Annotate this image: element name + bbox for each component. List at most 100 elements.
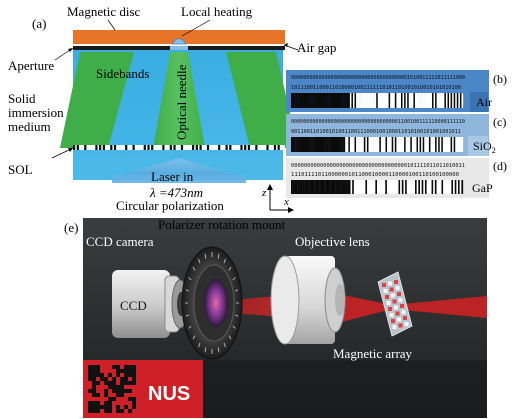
qr-module: [116, 409, 120, 413]
magnetic-bit: [385, 295, 389, 299]
barcode-stripe: [380, 93, 383, 108]
qr-module: [116, 385, 120, 389]
barcode-stripe: [432, 137, 434, 152]
barcode-stripe: [350, 180, 353, 194]
sol-layer: [73, 145, 285, 150]
barcode-stripe: [309, 180, 311, 194]
barcode-stripe: [359, 137, 361, 152]
qr-code: [87, 364, 136, 414]
barcode-stripe: [456, 93, 459, 108]
barcode-stripe: [321, 93, 324, 108]
axis-label-x: x: [283, 196, 289, 208]
mount-tick: [223, 342, 226, 348]
barcode-stripe: [433, 180, 436, 194]
sol-bit: [247, 145, 251, 150]
qr-module: [112, 389, 116, 393]
barcode-stripe: [297, 137, 299, 152]
barcode-stripe: [428, 137, 431, 152]
barcode-stripe: [381, 180, 384, 194]
mount-tick: [185, 289, 189, 292]
barcode-stripe: [400, 180, 402, 194]
barcode-stripe: [388, 137, 391, 152]
barcode-stripe: [436, 180, 439, 194]
barcode-stripe: [297, 93, 299, 108]
barcode-stripe: [421, 180, 424, 194]
barcode-stripe: [295, 180, 298, 194]
barcode-stripe: [448, 180, 450, 194]
barcode-stripe: [459, 180, 462, 194]
panel-label-a: (a): [32, 16, 46, 31]
sol-bit: [240, 145, 243, 150]
label-air-gap: Air gap: [297, 40, 336, 55]
barcode-stripe: [406, 180, 409, 194]
barcode-stripe: [329, 93, 332, 108]
barcode-stripe: [329, 180, 331, 194]
barcode-stripe: [324, 180, 326, 194]
barcode-stripe: [334, 137, 337, 152]
barcode-stripe: [377, 180, 379, 194]
magnetic-bit: [388, 281, 392, 286]
barcode-stripe: [378, 180, 381, 194]
sol-bit: [169, 145, 172, 150]
barcode-stripe: [315, 93, 318, 108]
barcode-stripe: [304, 93, 307, 108]
barcode-stripe: [323, 93, 326, 108]
barcode-stripe: [314, 180, 316, 194]
magnetic-bit: [403, 316, 407, 320]
barcode-stripe: [295, 137, 298, 152]
barcode-stripe: [323, 137, 326, 152]
barcode-stripe: [360, 93, 363, 108]
barcode-stripe: [383, 137, 386, 152]
label-sol: SOL: [8, 162, 33, 177]
qr-module: [112, 397, 116, 401]
barcode-stripe: [374, 137, 377, 152]
qr-module: [88, 405, 92, 409]
sol-bit: [180, 145, 184, 150]
qr-module: [128, 397, 132, 401]
barcode-stripe: [348, 93, 351, 108]
mount-tick: [192, 266, 196, 271]
barcode-stripe: [334, 93, 337, 108]
barcode-stripe: [362, 93, 364, 108]
barcode-stripe: [382, 137, 385, 152]
barcode-stripe: [347, 180, 350, 194]
barcode-stripe: [315, 180, 318, 194]
magnetic-array: [377, 271, 413, 337]
barcode-stripe: [312, 180, 315, 194]
leader-local-heating: [181, 19, 211, 37]
nus-logo: NUS: [83, 360, 203, 418]
barcode-stripe: [345, 180, 348, 194]
barcode-stripe: [416, 93, 419, 108]
label-sim-line1: Solid: [8, 91, 36, 106]
barcode-stripe: [414, 137, 417, 152]
barcode-stripe: [307, 180, 310, 194]
objective-lens-back: [270, 255, 300, 345]
barcode-stripe: [351, 137, 354, 152]
barcode-stripe: [422, 93, 425, 108]
barcode-stripe: [298, 93, 301, 108]
barcode-stripe: [335, 137, 338, 152]
barcode-stripe: [340, 137, 343, 152]
label-local-heating: Local heating: [181, 4, 253, 19]
sol-bit: [95, 145, 98, 150]
barcode-stripe: [292, 137, 295, 152]
magnetic-bit: [397, 292, 401, 296]
sol-bit: [84, 145, 87, 150]
barcode-stripe: [385, 180, 388, 194]
qr-module: [132, 365, 136, 369]
barcode-stripe: [454, 180, 457, 194]
barcode-stripe: [452, 137, 454, 152]
barcode-stripe: [348, 137, 351, 152]
sol-bit: [266, 145, 269, 150]
barcode-stripe: [446, 180, 449, 194]
photo-panel: (e): [64, 217, 487, 418]
barcode-stripe: [449, 137, 451, 152]
qr-module: [128, 409, 132, 413]
barcode-stripe: [366, 93, 369, 108]
sol-bit: [162, 145, 165, 150]
barcode-stripe: [418, 93, 420, 108]
label-aperture: Aperture: [8, 58, 54, 73]
sol-bit: [273, 145, 277, 150]
barcode-stripe: [325, 137, 327, 152]
barcode-stripe: [421, 93, 423, 108]
